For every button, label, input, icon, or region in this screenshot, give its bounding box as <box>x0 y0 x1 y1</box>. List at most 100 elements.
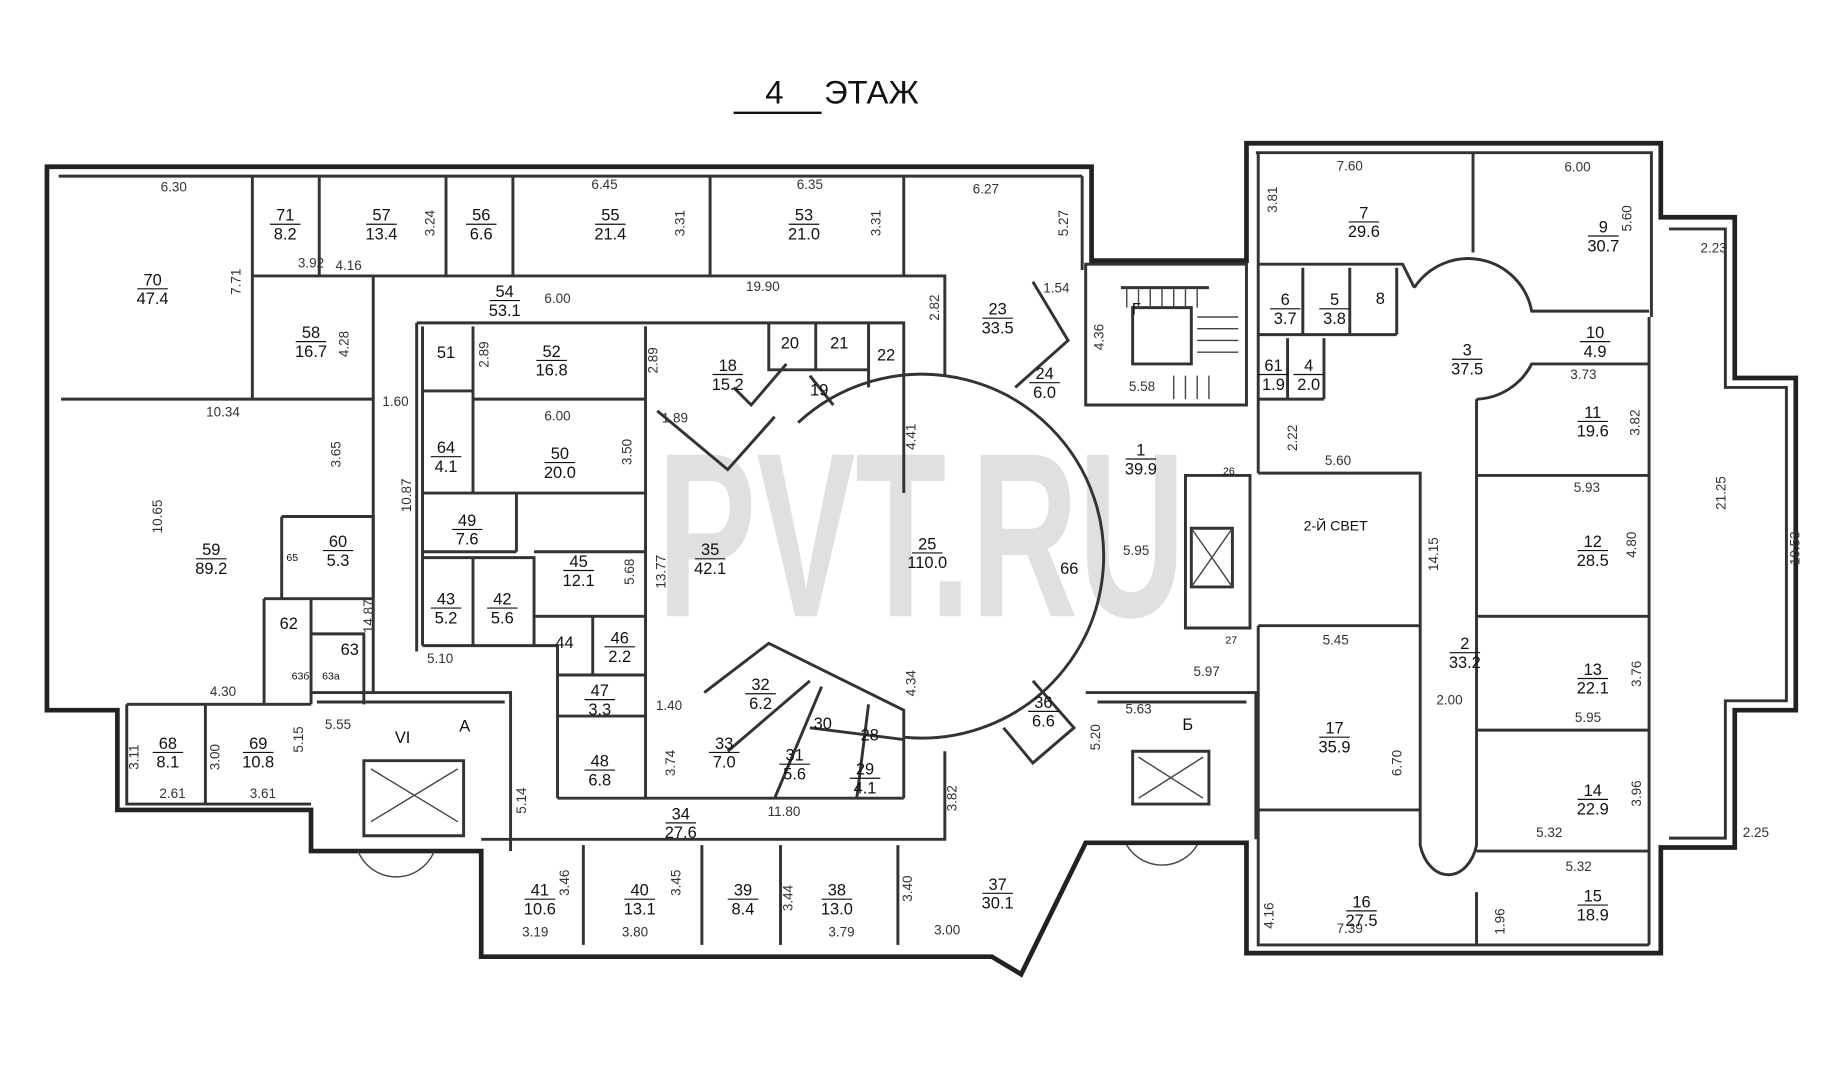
dimension-label: 6.27 <box>973 182 999 197</box>
room-area: 19.6 <box>1577 423 1609 441</box>
room-27-label: 27 <box>1225 634 1237 646</box>
room-area: 6.8 <box>588 771 611 789</box>
dimension-label: 2.23 <box>1701 240 1727 255</box>
room-62: 62 <box>280 615 298 633</box>
room-area: 22.9 <box>1577 801 1609 819</box>
dimension-label: 6.45 <box>591 177 617 192</box>
dimension-label: 5.60 <box>1325 453 1351 468</box>
dimension-label: 5.95 <box>1123 543 1149 558</box>
dimension-label: 4.80 <box>1624 532 1639 558</box>
dimension-label: 2.25 <box>1743 825 1769 840</box>
dimension-label: 3.44 <box>780 884 795 911</box>
room-number: 12 <box>1584 533 1602 551</box>
room-number: 51 <box>437 344 455 362</box>
room-number: 40 <box>631 882 649 900</box>
dimension-label: 6.00 <box>544 291 570 306</box>
room-labels: 7047.4718.25713.4566.65521.45321.02333.5… <box>137 204 1620 930</box>
room-area: 22.1 <box>1577 680 1609 698</box>
room-number: 43 <box>437 591 455 609</box>
dimension-label: 6.00 <box>544 408 570 423</box>
room-number: 16 <box>1352 893 1370 911</box>
room-area: 6.0 <box>1033 384 1056 402</box>
room-number: 54 <box>496 283 514 301</box>
room-number: 6 <box>1281 291 1290 309</box>
room-68: 688.1 <box>152 735 184 772</box>
dimension-label: 3.82 <box>945 785 960 811</box>
dimension-label: 3.61 <box>250 786 276 801</box>
room-number: 24 <box>1035 365 1053 383</box>
dimension-label: 5.15 <box>291 726 306 752</box>
dimension-label: 1.54 <box>1043 280 1070 295</box>
room-3: 337.5 <box>1451 342 1483 379</box>
room-number: 47 <box>591 682 609 700</box>
room-7: 729.6 <box>1348 204 1380 241</box>
room-area: 21.4 <box>594 226 626 244</box>
room-56: 566.6 <box>465 207 497 244</box>
room-48: 486.8 <box>584 753 616 789</box>
room-number: 66 <box>1060 560 1078 578</box>
room-area: 5.6 <box>491 609 514 627</box>
floor-label: ЭТАЖ <box>824 73 919 110</box>
dimension-label: 3.11 <box>126 745 141 770</box>
dimension-label: 14.15 <box>1426 537 1441 571</box>
room-number: 25 <box>918 535 936 553</box>
room-number: 36 <box>1034 694 1052 712</box>
room-number: 10 <box>1586 324 1604 342</box>
room-area: 7.6 <box>456 531 479 549</box>
dimension-label: 2.61 <box>159 786 185 801</box>
room-number: 68 <box>159 735 177 753</box>
room-42: 425.6 <box>487 591 518 627</box>
dimension-label: 3.80 <box>622 925 648 940</box>
room-66: 66 <box>1060 560 1078 578</box>
room-area: 20.0 <box>544 464 576 482</box>
room-number: 7 <box>1359 204 1368 222</box>
room-60: 605.3 <box>322 533 354 570</box>
room-number: 3 <box>1463 342 1472 360</box>
dimension-label: 5.58 <box>1129 379 1155 394</box>
room-number: 61 <box>1264 357 1282 375</box>
room-area: 33.5 <box>982 319 1014 337</box>
room-number: 45 <box>570 553 588 571</box>
dimension-label: 5.55 <box>325 717 351 732</box>
dimension-label: 5.68 <box>622 559 637 585</box>
room-63: 63 <box>341 641 359 659</box>
room-area: 4.9 <box>1584 343 1607 361</box>
room-28: 28 <box>861 727 879 745</box>
dimension-label: 3.40 <box>900 875 915 901</box>
dimension-label: 6.70 <box>1389 750 1404 776</box>
dimension-label: 6.35 <box>797 177 823 192</box>
room-number: 39 <box>734 882 752 900</box>
room-20: 20 <box>781 335 799 353</box>
room-number: 32 <box>751 676 769 694</box>
dimension-label: 3.00 <box>207 744 222 770</box>
room-area: 5.2 <box>435 609 458 627</box>
room-number: 56 <box>472 207 490 225</box>
room-number: 34 <box>672 805 690 823</box>
room-4: 42.0 <box>1293 357 1324 394</box>
room-area: 53.1 <box>489 302 521 320</box>
dimension-label: 3.74 <box>663 749 678 776</box>
room-area: 13.1 <box>624 900 656 918</box>
room-area: 27.5 <box>1346 912 1378 930</box>
room-71: 718.2 <box>269 207 301 244</box>
room-area: 15.2 <box>712 376 744 394</box>
stair-g-label: Г <box>1132 301 1141 319</box>
room-30: 30 <box>814 715 832 733</box>
dimension-label: 2.82 <box>927 294 942 320</box>
room-area: 10.6 <box>524 900 556 918</box>
room-number: 53 <box>795 207 813 225</box>
